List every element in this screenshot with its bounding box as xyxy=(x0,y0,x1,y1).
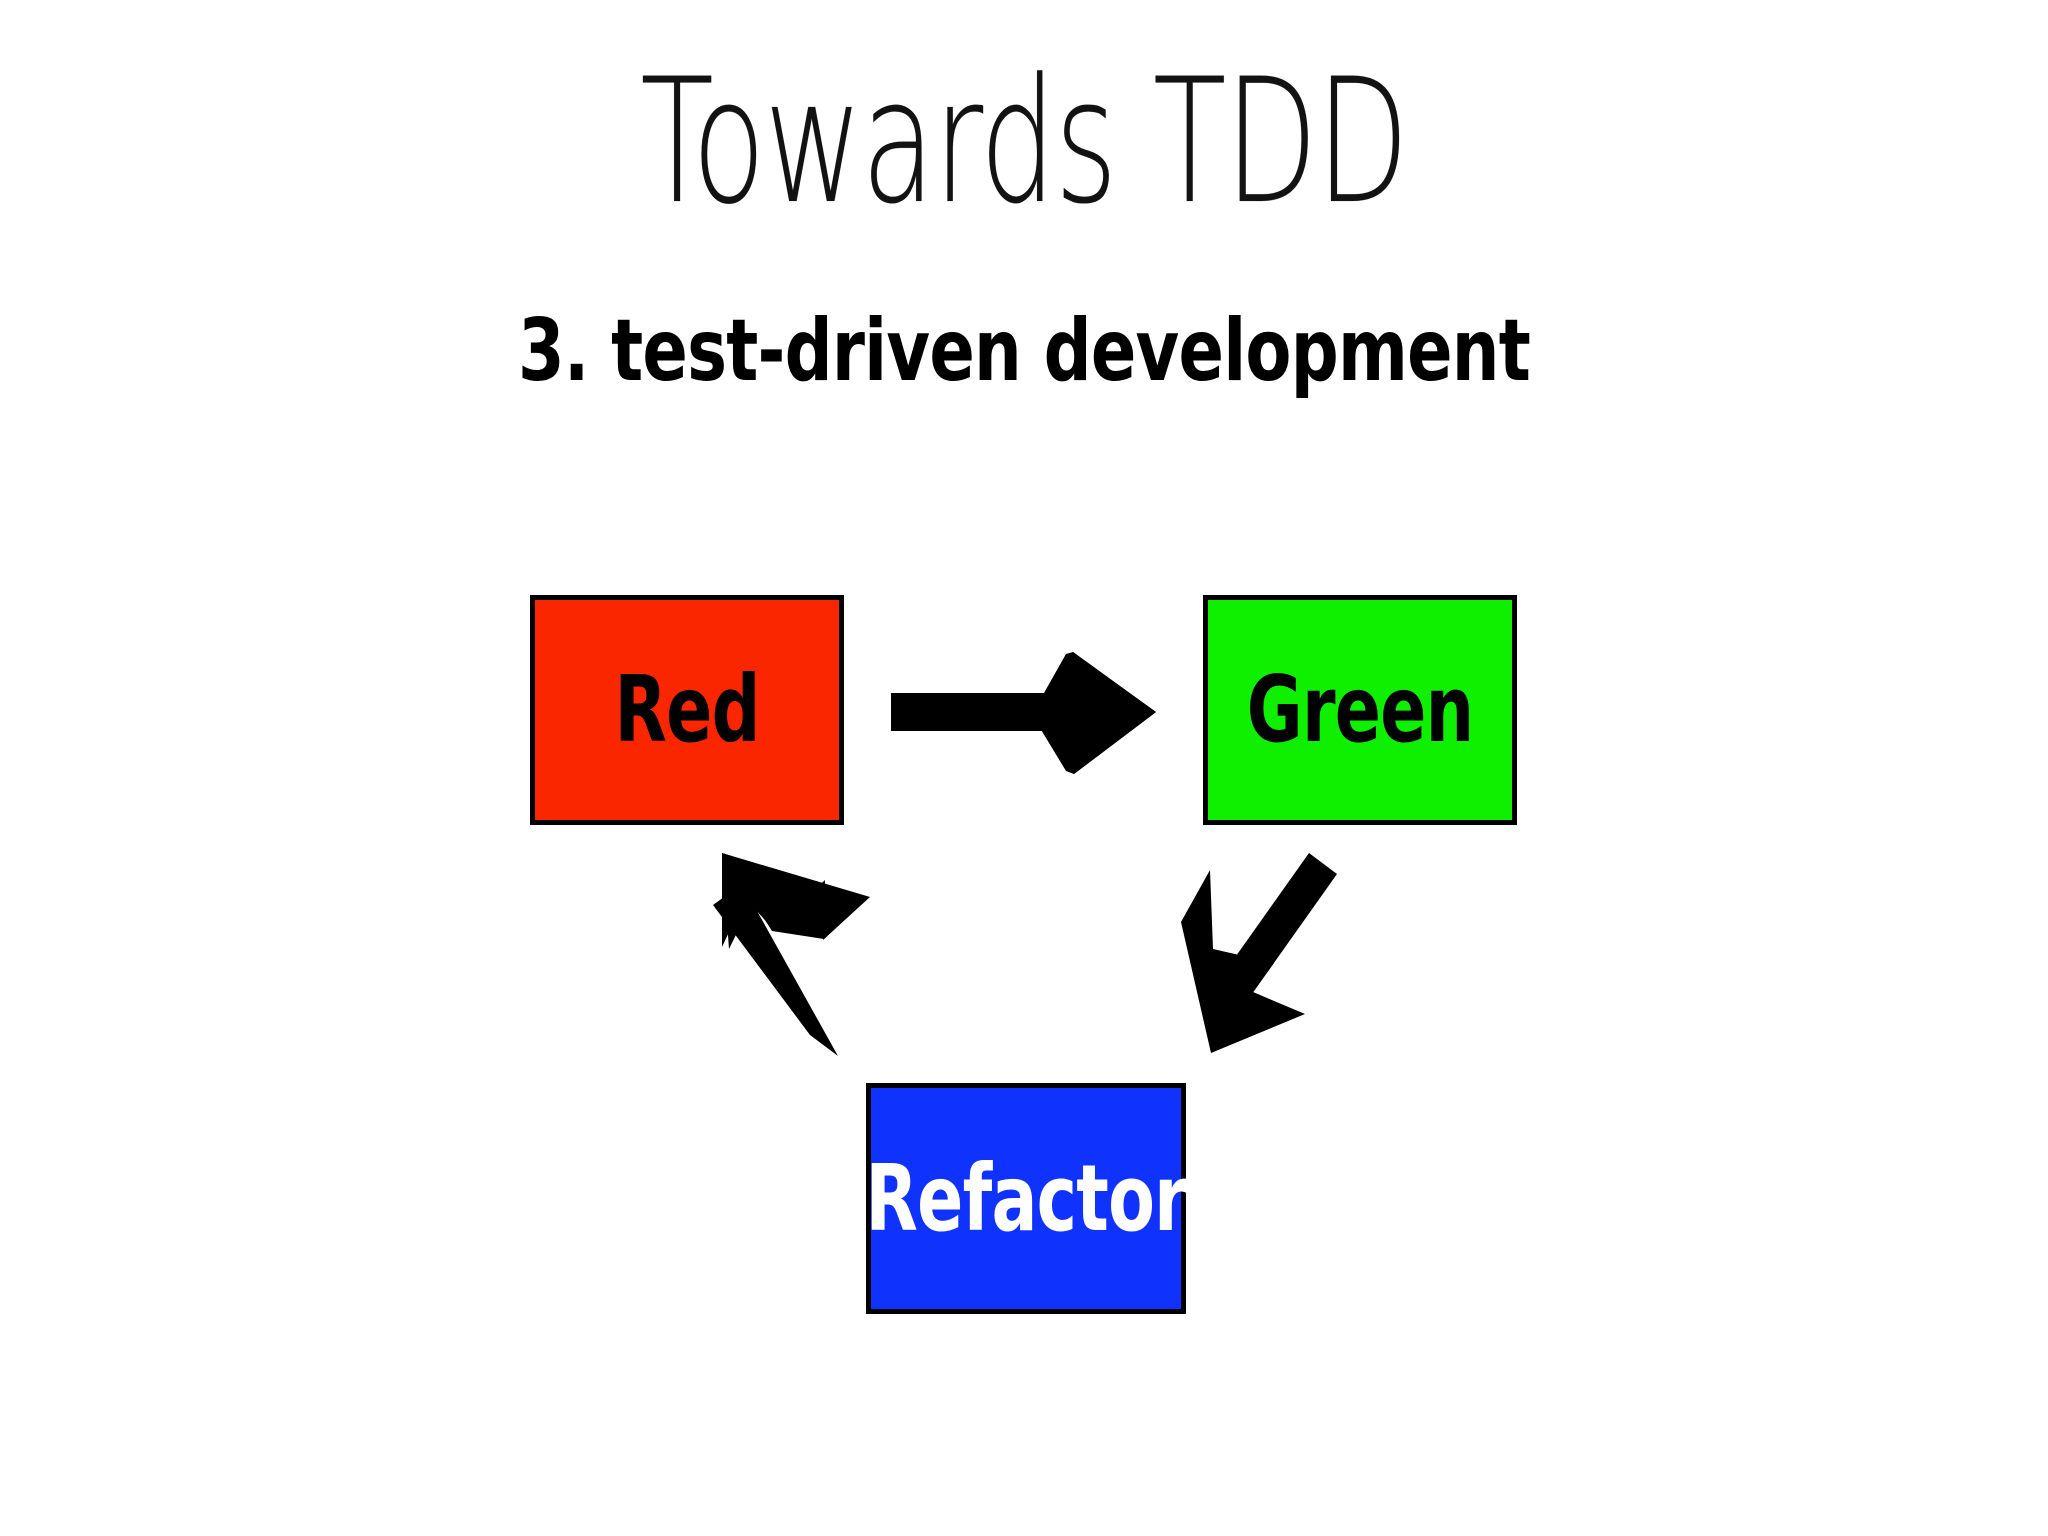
page-subtitle: 3. test-driven development xyxy=(517,301,1531,401)
tdd-node-red-label: Red xyxy=(614,656,760,763)
tdd-node-green-label: Green xyxy=(1246,656,1474,763)
tdd-node-refactor[interactable]: Refactor xyxy=(865,1083,1187,1314)
arrow-red-to-green xyxy=(891,652,1156,774)
page-title: Towards TDD xyxy=(640,41,1409,242)
tdd-node-refactor-label: Refactor xyxy=(865,1144,1187,1252)
tdd-node-red[interactable]: Red xyxy=(530,595,844,825)
arrow-refactor-to-red xyxy=(713,853,870,1056)
arrow-green-to-refactor xyxy=(1181,853,1337,1053)
tdd-node-green[interactable]: Green xyxy=(1203,595,1517,825)
